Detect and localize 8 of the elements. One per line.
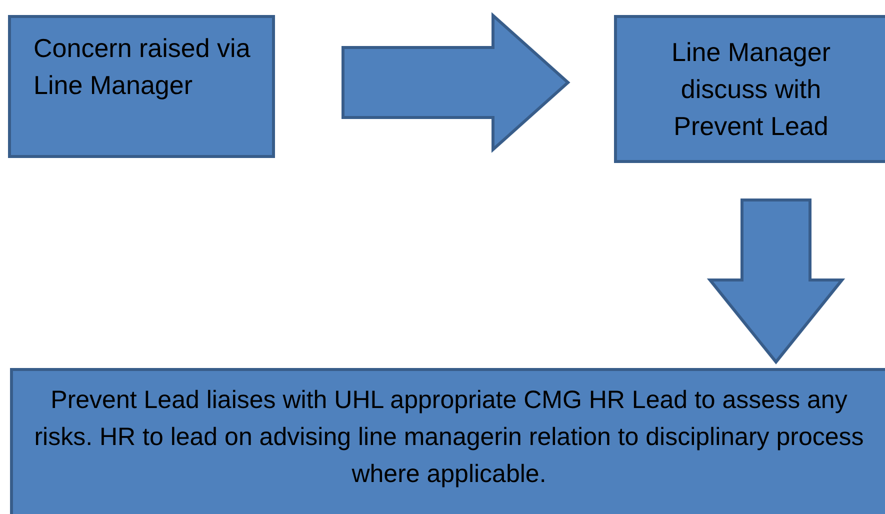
process-box [614, 15, 885, 163]
process-box [10, 368, 885, 514]
box-text: Prevent Lead liaises with UHL appropriate CMG HR Lead to assess any risks. HR to lead on advising line managerin relation to disciplinary process where applicable. [34, 385, 864, 490]
block-arrow [706, 198, 846, 364]
box-text: Concern raised via Line Manager [34, 32, 252, 102]
block-arrow [342, 12, 570, 153]
box-text: Line Manager discuss with Prevent Lead [670, 36, 832, 142]
process-box [8, 15, 275, 158]
